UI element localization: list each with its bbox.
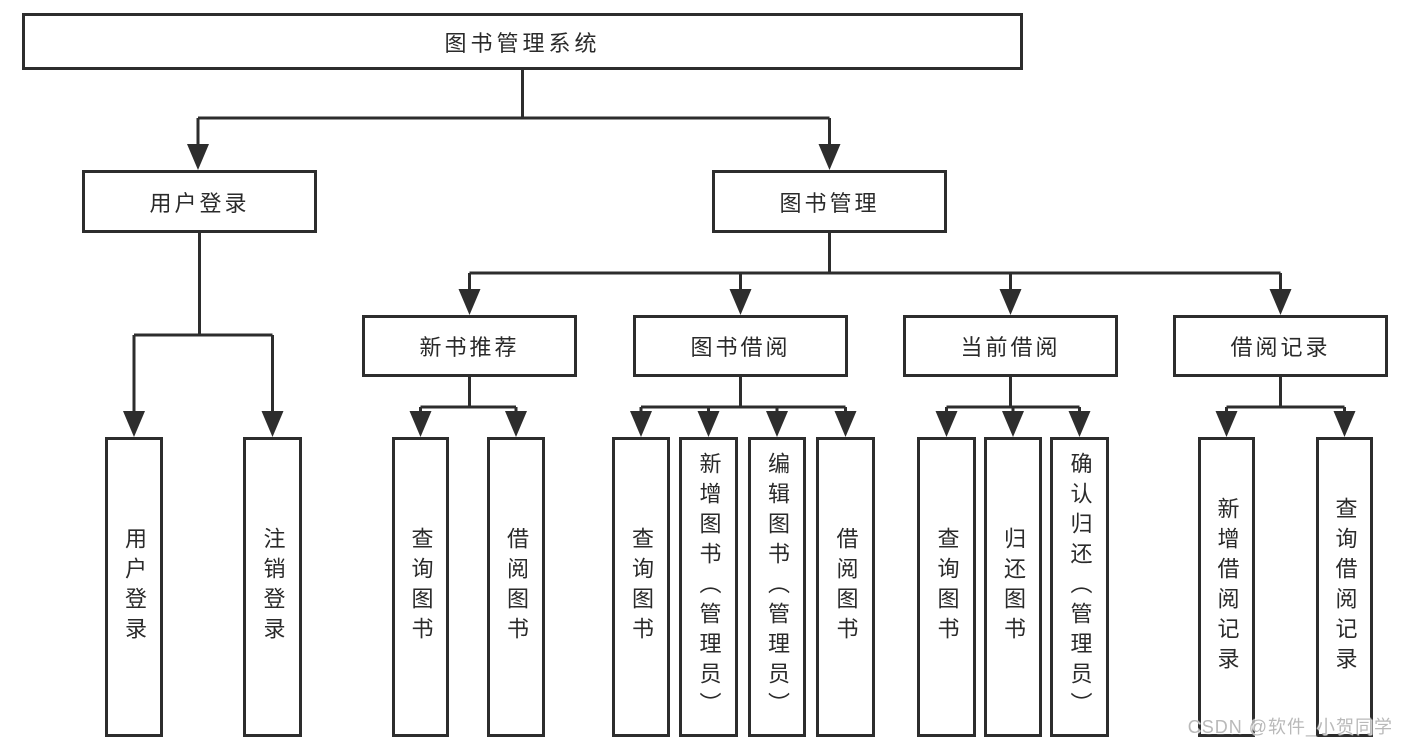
connector-book-management-to-level2 [468, 233, 1282, 291]
connector-user-login-to-leaves [132, 233, 274, 413]
arrowhead [697, 411, 720, 437]
node-leaf-recommend-query-books: 查询图书 [392, 437, 449, 737]
arrowhead [834, 411, 857, 437]
node-user-login: 用户登录 [82, 170, 317, 233]
connector-new-book-recommend-to-leaves [419, 377, 518, 413]
node-leaf-current-return-books: 归还图书 [984, 437, 1042, 737]
node-current-borrowing: 当前借阅 [903, 315, 1118, 377]
arrowhead [261, 411, 284, 437]
arrowhead [630, 411, 652, 437]
arrowhead [935, 411, 958, 437]
node-book-borrowing: 图书借阅 [633, 315, 848, 377]
node-book-management: 图书管理 [712, 170, 947, 233]
arrowhead [1333, 411, 1356, 437]
arrowhead [766, 411, 788, 437]
arrowhead [999, 289, 1022, 315]
node-leaf-logout: 注销登录 [243, 437, 302, 737]
connector-current-borrowing-to-leaves [945, 377, 1081, 413]
arrowhead [458, 289, 481, 315]
node-leaf-borrowing-edit-books-admin: 编辑图书（管理员） [748, 437, 806, 737]
arrowhead [1269, 289, 1292, 315]
node-leaf-borrowing-add-books-admin: 新增图书（管理员） [679, 437, 738, 737]
node-root: 图书管理系统 [22, 13, 1023, 70]
node-leaf-records-query-record: 查询借阅记录 [1316, 437, 1373, 737]
connector-root-to-level1 [196, 70, 831, 146]
csdn-watermark: CSDN @软件_小贺同学 [1187, 717, 1393, 737]
node-new-book-recommend: 新书推荐 [362, 315, 577, 377]
arrowhead [409, 411, 432, 437]
arrowhead [187, 144, 209, 170]
node-borrowing-records: 借阅记录 [1173, 315, 1388, 377]
node-leaf-records-add-record: 新增借阅记录 [1198, 437, 1255, 737]
arrowhead [729, 289, 752, 315]
connector-borrowing-records-to-leaves [1225, 377, 1346, 413]
arrowhead [1002, 411, 1024, 437]
arrowhead [1068, 411, 1091, 437]
node-leaf-recommend-borrow-books: 借阅图书 [487, 437, 545, 737]
node-leaf-borrowing-borrow-books: 借阅图书 [816, 437, 875, 737]
node-leaf-user-login: 用户登录 [105, 437, 163, 737]
node-leaf-current-confirm-return-admin: 确认归还（管理员） [1050, 437, 1109, 737]
node-leaf-borrowing-query-books: 查询图书 [612, 437, 670, 737]
connector-book-borrowing-to-leaves [639, 377, 847, 413]
arrowhead [1215, 411, 1238, 437]
arrowhead [818, 144, 841, 170]
arrowhead [123, 411, 145, 437]
node-leaf-current-query-books: 查询图书 [917, 437, 976, 737]
arrowheads [123, 144, 1356, 437]
arrowhead [505, 411, 527, 437]
